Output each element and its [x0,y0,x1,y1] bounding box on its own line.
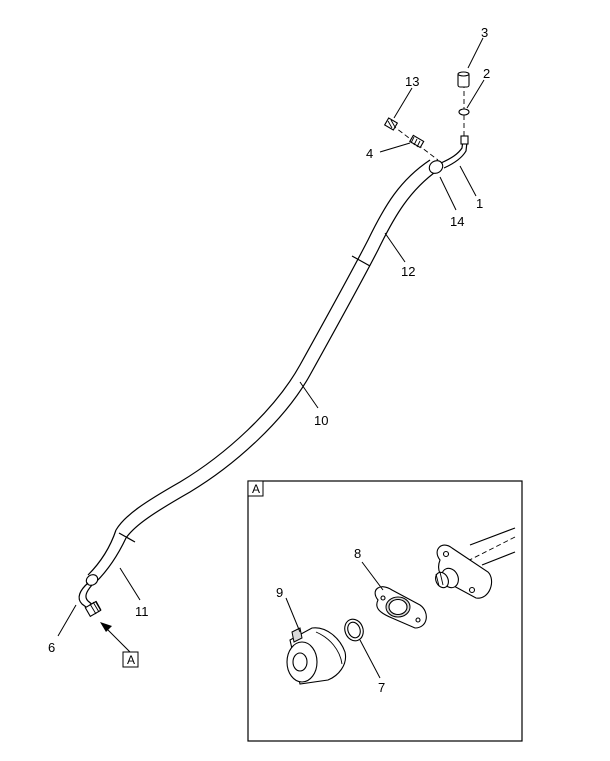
sensor-housing-9 [286,627,347,685]
callout-7: 7 [378,680,385,695]
leader-13 [393,87,413,119]
view-reference-box: A [122,651,139,668]
hose-assembly [78,71,470,618]
callout-4: 4 [366,146,373,161]
callout-14: 14 [450,214,464,229]
leader-lines [57,37,485,653]
fitting-4 [409,134,425,149]
plug-13 [383,117,399,131]
leader-8 [361,561,384,591]
callout-2: 2 [483,66,490,81]
detail-label-box [247,480,264,497]
upper-tube-end [460,135,469,145]
leader-1 [459,165,477,197]
gasket-plate-8 [374,586,427,629]
view-arrow-head [100,622,112,632]
leader-2 [466,79,485,109]
upper-metal-tube-1 [440,139,464,164]
callout-12: 12 [401,264,415,279]
leader-12 [384,232,406,263]
callout-11: 11 [135,604,149,619]
leader-10 [299,381,319,409]
hose-outline-upper [125,169,439,539]
leader-14 [439,176,457,211]
leader-4 [379,142,411,153]
sleeve-band-12 [351,255,371,267]
callout-1: 1 [476,196,483,211]
hose-outline-lower [115,159,431,531]
callout-3: 3 [481,25,488,40]
callouts: 3 2 13 4 1 14 12 10 11 6 [48,25,490,655]
view-reference-label: A [127,653,135,667]
leader-7 [359,639,381,679]
lower-tube-outline-a [95,537,127,583]
fitting-6 [84,600,102,618]
leader-6 [57,604,77,637]
cap-3 [457,71,470,88]
sleeve-band-11 [118,532,136,543]
callout-8: 8 [354,546,361,561]
lower-tube-outline-b [87,529,117,576]
callout-13: 13 [405,74,419,89]
view-arrow-line [103,625,131,653]
lower-metal-tube-inner [85,584,95,607]
detail-view-a: A [247,480,523,742]
leader-9 [285,597,301,633]
detail-label: A [252,482,260,496]
leader-3 [467,37,484,69]
leader-11 [119,567,141,601]
o-ring-2 [458,108,470,116]
callout-10: 10 [314,413,328,428]
lower-metal-tube [78,582,91,611]
callout-6: 6 [48,640,55,655]
callout-9: 9 [276,585,283,600]
upper-metal-tube-1-inner [443,141,468,169]
housing-shaft [435,527,516,599]
o-ring-7 [344,618,364,642]
